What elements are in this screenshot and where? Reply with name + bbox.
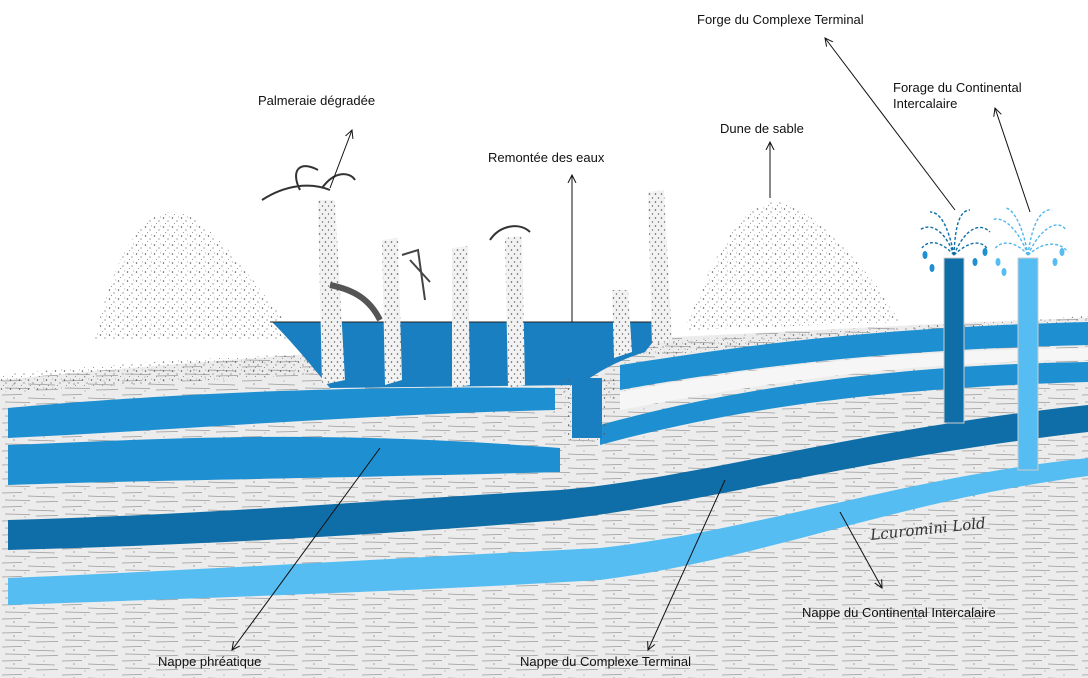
- label-nappe-ci: Nappe du Continental Intercalaire: [802, 605, 996, 621]
- arrow-forage-ci: [995, 108, 1030, 212]
- palm-tree-icon: [318, 200, 345, 385]
- palm-tree-icon: [262, 166, 355, 200]
- label-palmeraie: Palmeraie dégradée: [258, 93, 375, 109]
- water-jet-icon: [992, 208, 1068, 255]
- palm-tree-icon: [382, 238, 402, 385]
- dune-right: [685, 202, 900, 330]
- label-nappe-ct: Nappe du Complexe Terminal: [520, 654, 691, 670]
- arrow-palmeraie: [330, 130, 352, 188]
- palm-tree-icon: [402, 250, 430, 300]
- label-remontee: Remontée des eaux: [488, 150, 604, 166]
- dune-left: [95, 212, 300, 340]
- seepage-water: [572, 378, 602, 438]
- water-jet-icon: [920, 210, 990, 255]
- arrow-forge-ct: [825, 38, 955, 210]
- palm-tree-icon: [648, 190, 672, 345]
- label-forage-ci-line2: Intercalaire: [893, 96, 957, 112]
- label-forage-ci-line1: Forage du Continental: [893, 80, 1022, 96]
- label-forge-ct: Forge du Complexe Terminal: [697, 12, 864, 28]
- palm-tree-icon: [452, 246, 470, 388]
- palm-tree-icon: [612, 290, 632, 358]
- borehole-icon: [1018, 258, 1038, 470]
- borehole-icon: [944, 258, 964, 423]
- label-dune: Dune de sable: [720, 121, 804, 137]
- palm-tree-icon: [505, 236, 525, 388]
- label-nappe-phreatique: Nappe phréatique: [158, 654, 261, 670]
